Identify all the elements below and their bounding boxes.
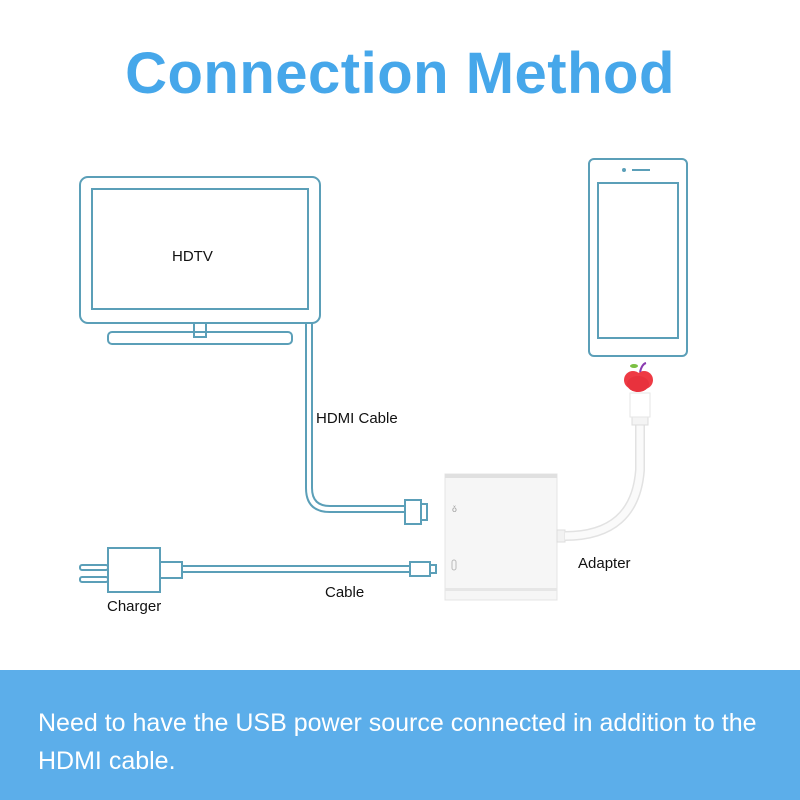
adapter-label: Adapter — [578, 555, 631, 572]
page-title: Connection Method — [125, 41, 675, 106]
hdmi-cable-label: HDMI Cable — [316, 410, 398, 427]
apple-icon — [624, 362, 653, 392]
adapter-illustration: ǒ — [444, 392, 651, 601]
note-banner: Need to have the USB power source connec… — [0, 670, 800, 800]
hdtv-label: HDTV — [172, 248, 213, 265]
charger-label: Charger — [107, 598, 162, 615]
hdtv-illustration — [79, 176, 321, 345]
phone-illustration — [588, 158, 688, 357]
cable-label: Cable — [325, 584, 365, 601]
charger-illustration — [79, 547, 437, 593]
svg-text:ǒ: ǒ — [452, 504, 457, 514]
hdmi-cable — [305, 323, 428, 525]
note-text: Need to have the USB power source connec… — [38, 709, 757, 775]
